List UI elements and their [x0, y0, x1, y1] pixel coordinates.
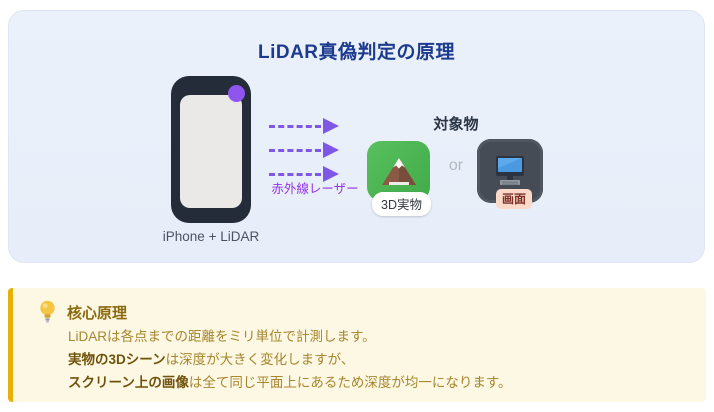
phone-screen	[180, 95, 242, 208]
laser-dash	[269, 172, 321, 176]
key-principle-callout: 核心原理 LiDARは各点までの距離をミリ単位で計測します。 実物の3Dシーンは…	[8, 288, 706, 402]
laser-dash	[269, 148, 321, 152]
phone-illustration	[171, 76, 251, 223]
callout-header: 核心原理	[39, 300, 127, 324]
laser-label: 赤外線レーザー	[271, 182, 359, 196]
callout-title: 核心原理	[67, 304, 128, 322]
laser-arrowhead-icon	[323, 142, 339, 158]
laser-arrows	[269, 118, 339, 190]
monitor-icon	[496, 156, 524, 185]
laser-arrow-icon	[269, 118, 339, 134]
laser-arrowhead-icon	[323, 166, 339, 182]
callout-line-2: 実物の3Dシーンは深度が大きく変化しますが、	[68, 352, 355, 367]
screen-label: 画面	[496, 189, 533, 209]
callout-body: LiDARは各点までの距離をミリ単位で計測します。 実物の3Dシーンは深度が大き…	[68, 325, 686, 394]
callout-line-3: スクリーン上の画像は全て同じ平面上にあるため深度が均一になります。	[68, 375, 512, 390]
mountain-icon	[381, 158, 416, 185]
or-label: or	[448, 157, 464, 174]
target-header: 対象物	[433, 116, 479, 133]
lidar-sensor-dot	[228, 85, 245, 102]
real-object-card	[367, 141, 430, 201]
diagram-panel: LiDAR真偽判定の原理 iPhone + LiDAR 赤外線レーザー 対象物	[8, 10, 705, 263]
lightbulb-icon	[40, 300, 55, 323]
real-object-label: 3D実物	[372, 192, 431, 216]
laser-dash	[269, 124, 321, 128]
laser-arrow-icon	[269, 166, 339, 182]
laser-arrow-icon	[269, 142, 339, 158]
laser-arrowhead-icon	[323, 118, 339, 134]
diagram-title: LiDAR真偽判定の原理	[257, 42, 456, 63]
phone-label: iPhone + LiDAR	[162, 229, 260, 244]
callout-line-1: LiDARは各点までの距離をミリ単位で計測します。	[68, 329, 376, 344]
